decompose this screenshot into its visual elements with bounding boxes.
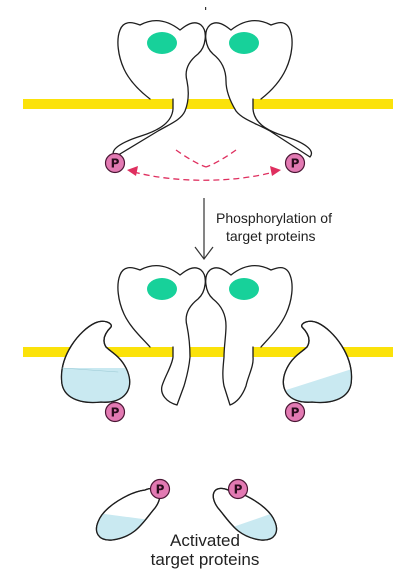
activated-target-protein-left	[90, 488, 160, 548]
trans-phosphorylation-arrow	[206, 150, 236, 167]
step-caption-line2: target proteins	[226, 228, 316, 244]
arrowhead-left	[127, 166, 138, 176]
phosphate-top-right: P	[286, 154, 305, 173]
phosphate-middle-right: P	[286, 403, 305, 422]
panel-active-dimer: P P	[23, 266, 393, 422]
ligand-right	[229, 32, 259, 54]
result-caption-line1: Activated	[170, 531, 240, 550]
phosphate-bottom-left: P	[151, 480, 170, 499]
panel-inactive-dimer: P P	[23, 21, 393, 181]
target-protein-bound-right	[280, 321, 360, 410]
ligand-left	[147, 32, 177, 54]
ligand-right	[229, 278, 259, 300]
phosphate-label: P	[291, 406, 300, 420]
trans-phosphorylation-arrow	[134, 172, 274, 180]
step-caption-line1: Phosphorylation of	[216, 210, 332, 226]
panel-activated-targets: P P Activated target proteins	[90, 480, 285, 569]
phosphate-middle-left: P	[106, 403, 125, 422]
phosphate-label: P	[111, 406, 120, 420]
phosphate-label: P	[234, 483, 243, 497]
process-step: Phosphorylation of target proteins	[195, 198, 332, 259]
phosphate-bottom-right: P	[229, 480, 248, 499]
trans-phosphorylation-arrow	[176, 150, 206, 167]
phosphate-label: P	[111, 157, 120, 171]
phosphate-label: P	[291, 157, 300, 171]
stray-mark	[205, 7, 206, 10]
phosphate-label: P	[156, 483, 165, 497]
phosphate-top-left: P	[106, 154, 125, 173]
ligand-left	[147, 278, 177, 300]
membrane-bar-top	[23, 99, 393, 109]
result-caption-line2: target proteins	[151, 550, 260, 569]
arrowhead-right	[270, 166, 281, 176]
target-protein-bound-left	[55, 321, 130, 408]
